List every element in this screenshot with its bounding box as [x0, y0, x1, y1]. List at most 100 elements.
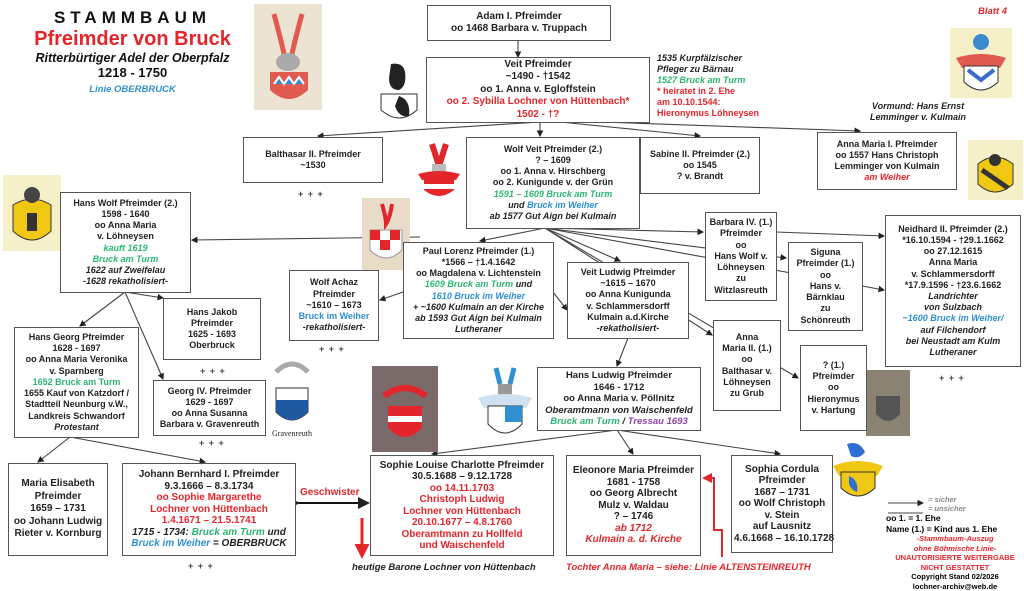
legend: = sicher = unsicher oo 1. = 1. Ehe Name … — [886, 496, 1024, 591]
box-text: oo Johann Ludwig — [14, 516, 102, 527]
box-line: v. Hartung — [803, 405, 864, 416]
box-line: oo — [708, 240, 774, 251]
box-text: Sophia Cordula — [745, 464, 819, 475]
box-line: ? v. Brandt — [643, 171, 757, 182]
copyright: Copyright Stand 02/2026 — [886, 572, 1024, 582]
box-line: oo 1468 Barbara v. Truppach — [430, 23, 608, 36]
box-line: Löhneysen — [716, 377, 778, 388]
box-line: 1646 - 1712 — [540, 382, 698, 394]
box-line: 1535 Kurpfälzischer — [657, 53, 759, 64]
box-line: Oberbruck — [166, 340, 258, 351]
box-text: v. Sparnberg — [49, 366, 103, 376]
box-text: 9.3.1666 – 8.3.1734 — [165, 481, 254, 492]
box-line: Neidhard II. Pfreimder (2.) — [888, 224, 1018, 235]
contact-email[interactable]: lochner-archiv@web.de — [886, 582, 1024, 591]
box-text: 1628 - 1697 — [52, 343, 100, 353]
box-line: von Sulzbach — [888, 302, 1018, 313]
box-text: = OBERBRUCK — [210, 538, 286, 549]
box-line: Hieronymus Löhneysen — [657, 108, 759, 119]
box-text: und — [265, 527, 286, 538]
box-text: oo Wolf Christoph — [739, 498, 825, 509]
box-line: oo — [791, 270, 860, 281]
title-subtitle: Ritterbürtiger Adel der Oberpfalz — [25, 51, 240, 65]
descendants-marker: + + + — [319, 344, 345, 354]
box-text: Bruck im Weiher — [527, 200, 598, 210]
box-text: Maria Elisabeth — [21, 478, 94, 489]
box-text: Oberamtmann zu Hollfeld — [401, 529, 522, 540]
title-block: STAMMBAUM Pfreimder von Bruck Ritterbürt… — [25, 8, 240, 95]
box-text: auf Lausnitz — [753, 521, 811, 532]
box-text: ab 1712 — [615, 523, 652, 534]
box-text: oo Georg Albrecht — [590, 488, 677, 499]
box-line: Balthasar v. — [716, 366, 778, 377]
box-line: oo Anna Maria v. Pöllnitz — [540, 393, 698, 405]
box-line: ? – 1746 — [569, 511, 698, 523]
box-text: 20.10.1677 – 4.8.1760 — [412, 517, 512, 528]
box-line: ~1615 – 1670 — [570, 278, 686, 289]
box-text: 1598 - 1640 — [101, 209, 149, 219]
box-line: 1659 – 1731 — [11, 503, 105, 516]
box-text: -1628 rekatholisiert- — [83, 276, 168, 286]
box-text: und — [508, 200, 527, 210]
box-text: / — [620, 416, 628, 427]
box-text: ~1615 – 1670 — [600, 278, 655, 288]
box-text: 4.6.1668 – 16.10.1728 — [734, 533, 834, 544]
box-line: 1527 Bruck am Turm — [657, 75, 759, 86]
barone-note: heutige Barone Lochner von Hüttenbach — [352, 562, 536, 573]
box-line: Hans Jakob — [166, 307, 258, 318]
coat-of-arms-icon — [866, 370, 910, 436]
box-text: Lochner von Hüttenbach — [150, 504, 268, 515]
box-line: *17.9.1596 - †23.6.1662 — [888, 280, 1018, 291]
box-text: ab 1593 Gut Aign bei Kulmain — [415, 313, 542, 323]
box-text: ~1610 – 1673 — [306, 300, 361, 310]
box-text: ? v. Brandt — [677, 171, 723, 181]
box-line: v. Löhneysen — [63, 231, 188, 242]
box-line: Pfreimder — [708, 228, 774, 239]
box-text: und — [513, 279, 532, 289]
coat-of-arms-icon — [412, 140, 466, 202]
box-text: v. Löhneysen — [97, 231, 154, 241]
box-text: 1.4.1671 – 21.5.1741 — [162, 515, 257, 526]
box-text: oo 2. Kunigunde v. der Grün — [493, 177, 613, 187]
box-text: Eleonore Maria Pfreimder — [573, 465, 694, 476]
box-text: * heiratet in 2. Ehe — [657, 86, 735, 96]
box-text: oo 2. Sybilla Lochner von Hüttenbach* — [447, 96, 630, 107]
box-line: Lochner von Hüttenbach — [125, 504, 293, 516]
box-text: Löhneysen — [717, 262, 765, 272]
box-text: Mulz v. Waldau — [598, 500, 669, 511]
box-text: v. Stein — [765, 510, 800, 521]
box-line: Bärnklau — [791, 292, 860, 303]
box-text: Witzlasreuth — [714, 285, 767, 295]
legend-uncertain: = unsicher — [928, 504, 1024, 513]
box-line: ~1610 – 1673 — [292, 300, 376, 311]
box-line: Stadtteil Neunburg v.W., — [17, 399, 136, 410]
box-line: zu — [708, 273, 774, 284]
box-line: 1715 - 1734: Bruck am Turm und — [125, 527, 293, 539]
person-box-balthasar: Balthasar II. Pfreimder~1530 — [243, 137, 383, 183]
box-text: Anna Maria — [929, 257, 978, 267]
box-line: Rieter v. Kornburg — [11, 528, 105, 541]
box-text: *17.9.1596 - †23.6.1662 — [905, 280, 1002, 290]
sheet-label: Blatt 4 — [978, 6, 1007, 17]
box-text: 1622 auf Zweifelau — [86, 265, 166, 275]
box-line: kauft 1619 — [63, 243, 188, 254]
box-line: Pfreimder — [11, 491, 105, 504]
descendants-marker: + + + — [199, 438, 225, 448]
box-text: Anna Maria I. Pfreimder — [837, 139, 938, 149]
box-line: zu — [791, 303, 860, 314]
box-text: Johann Bernhard I. Pfreimder — [139, 469, 280, 480]
box-line: auf Filchendorf — [888, 325, 1018, 336]
box-text: 1715 - 1734: — [132, 527, 192, 538]
box-text: kauft 1619 — [103, 243, 147, 253]
box-line: Kulmain a.d.Kirche — [570, 312, 686, 323]
box-text: Barbara v. Gravenreuth — [160, 419, 259, 429]
box-text: oo 14.11.1703 — [430, 483, 495, 494]
box-line: 1681 - 1758 — [569, 477, 698, 489]
box-line: 1502 - †? — [429, 109, 647, 122]
box-text: Vormund: Hans Ernst — [872, 101, 964, 111]
box-line: oo Anna Susanna — [156, 408, 263, 419]
